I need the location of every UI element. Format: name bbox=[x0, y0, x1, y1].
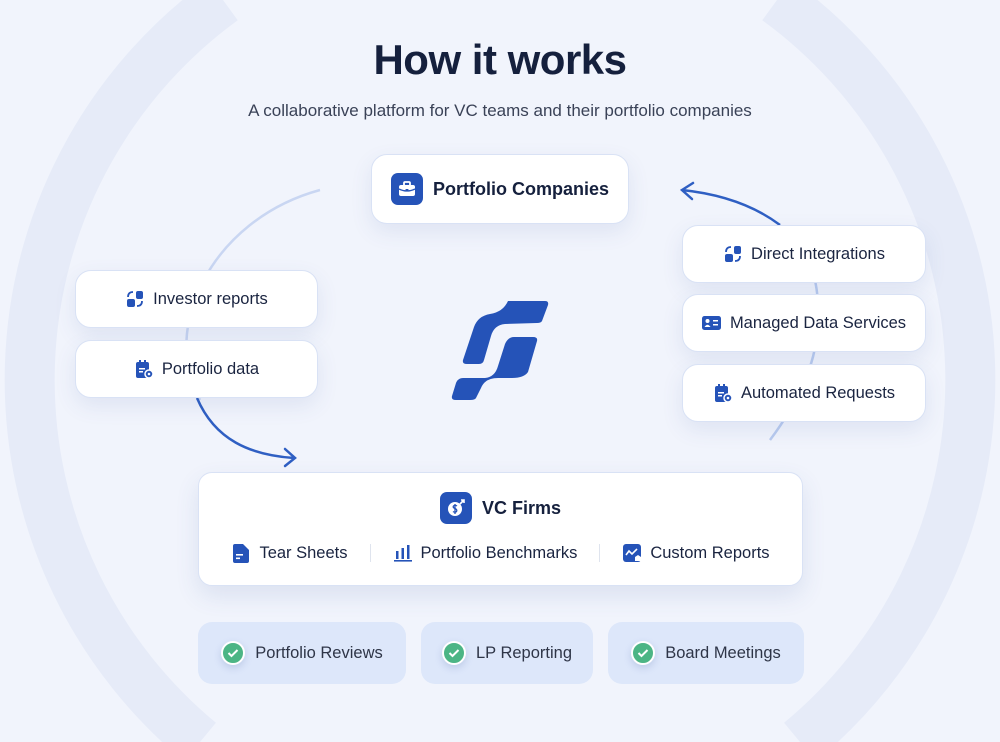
input-label: Managed Data Services bbox=[729, 313, 907, 332]
cycle-arrow-left bbox=[195, 397, 295, 460]
outcome-label: Board Meetings bbox=[665, 643, 781, 662]
input-label: Portfolio data bbox=[161, 359, 260, 378]
outcome-board-meetings: Board Meetings bbox=[608, 622, 804, 684]
check-icon bbox=[221, 641, 246, 665]
document-icon bbox=[231, 543, 251, 563]
arrowhead-down-icon bbox=[283, 447, 297, 468]
page-subtitle: A collaborative platform for VC teams an… bbox=[248, 101, 752, 120]
outcome-portfolio-reviews: Portfolio Reviews bbox=[198, 622, 406, 684]
feature-label: Custom Reports bbox=[650, 543, 770, 562]
input-automated-requests[interactable]: Automated Requests bbox=[682, 364, 926, 422]
portfolio-companies-label: Portfolio Companies bbox=[432, 178, 609, 199]
input-label: Direct Integrations bbox=[751, 244, 885, 263]
background-ring-right bbox=[762, 0, 996, 742]
feature-portfolio-benchmarks[interactable]: Portfolio Benchmarks bbox=[393, 543, 578, 563]
chart-report-icon bbox=[622, 543, 642, 563]
page-title: How it works bbox=[373, 36, 627, 83]
briefcase-icon bbox=[390, 173, 423, 205]
divider bbox=[369, 544, 371, 562]
arrowhead-left-icon bbox=[679, 181, 695, 201]
input-investor-reports[interactable]: Investor reports bbox=[75, 270, 318, 328]
input-portfolio-data[interactable]: Portfolio data bbox=[75, 340, 318, 398]
input-managed-data-services[interactable]: Managed Data Services bbox=[682, 294, 926, 352]
check-icon bbox=[441, 641, 466, 665]
feature-custom-reports[interactable]: Custom Reports bbox=[622, 543, 770, 563]
check-icon bbox=[631, 641, 656, 665]
cycle-arrow-right bbox=[681, 188, 781, 227]
outcome-lp-reporting: LP Reporting bbox=[421, 622, 593, 684]
bar-chart-icon bbox=[393, 543, 413, 563]
divider bbox=[599, 544, 601, 562]
feature-tear-sheets[interactable]: Tear Sheets bbox=[231, 543, 348, 563]
background-ring-left bbox=[4, 0, 238, 742]
sync-icon bbox=[723, 244, 743, 264]
input-label: Investor reports bbox=[153, 289, 268, 308]
outcome-label: Portfolio Reviews bbox=[255, 643, 383, 662]
calendar-clipboard-icon bbox=[134, 359, 154, 379]
money-bag-icon bbox=[439, 492, 472, 524]
vc-firms-label: VC Firms bbox=[481, 497, 562, 518]
feature-label: Tear Sheets bbox=[259, 543, 348, 562]
calendar-clipboard-icon bbox=[713, 383, 733, 403]
outcome-label: LP Reporting bbox=[475, 643, 572, 662]
input-label: Automated Requests bbox=[740, 383, 896, 402]
id-card-icon bbox=[702, 313, 722, 333]
brand-logo bbox=[451, 301, 549, 400]
sync-icon bbox=[125, 289, 145, 309]
feature-label: Portfolio Benchmarks bbox=[420, 543, 578, 562]
input-direct-integrations[interactable]: Direct Integrations bbox=[682, 225, 926, 283]
vc-firms-card[interactable]: VC Firms Tear Sheets Portfolio Benchmark… bbox=[198, 472, 803, 586]
portfolio-companies-card[interactable]: Portfolio Companies bbox=[371, 154, 629, 224]
